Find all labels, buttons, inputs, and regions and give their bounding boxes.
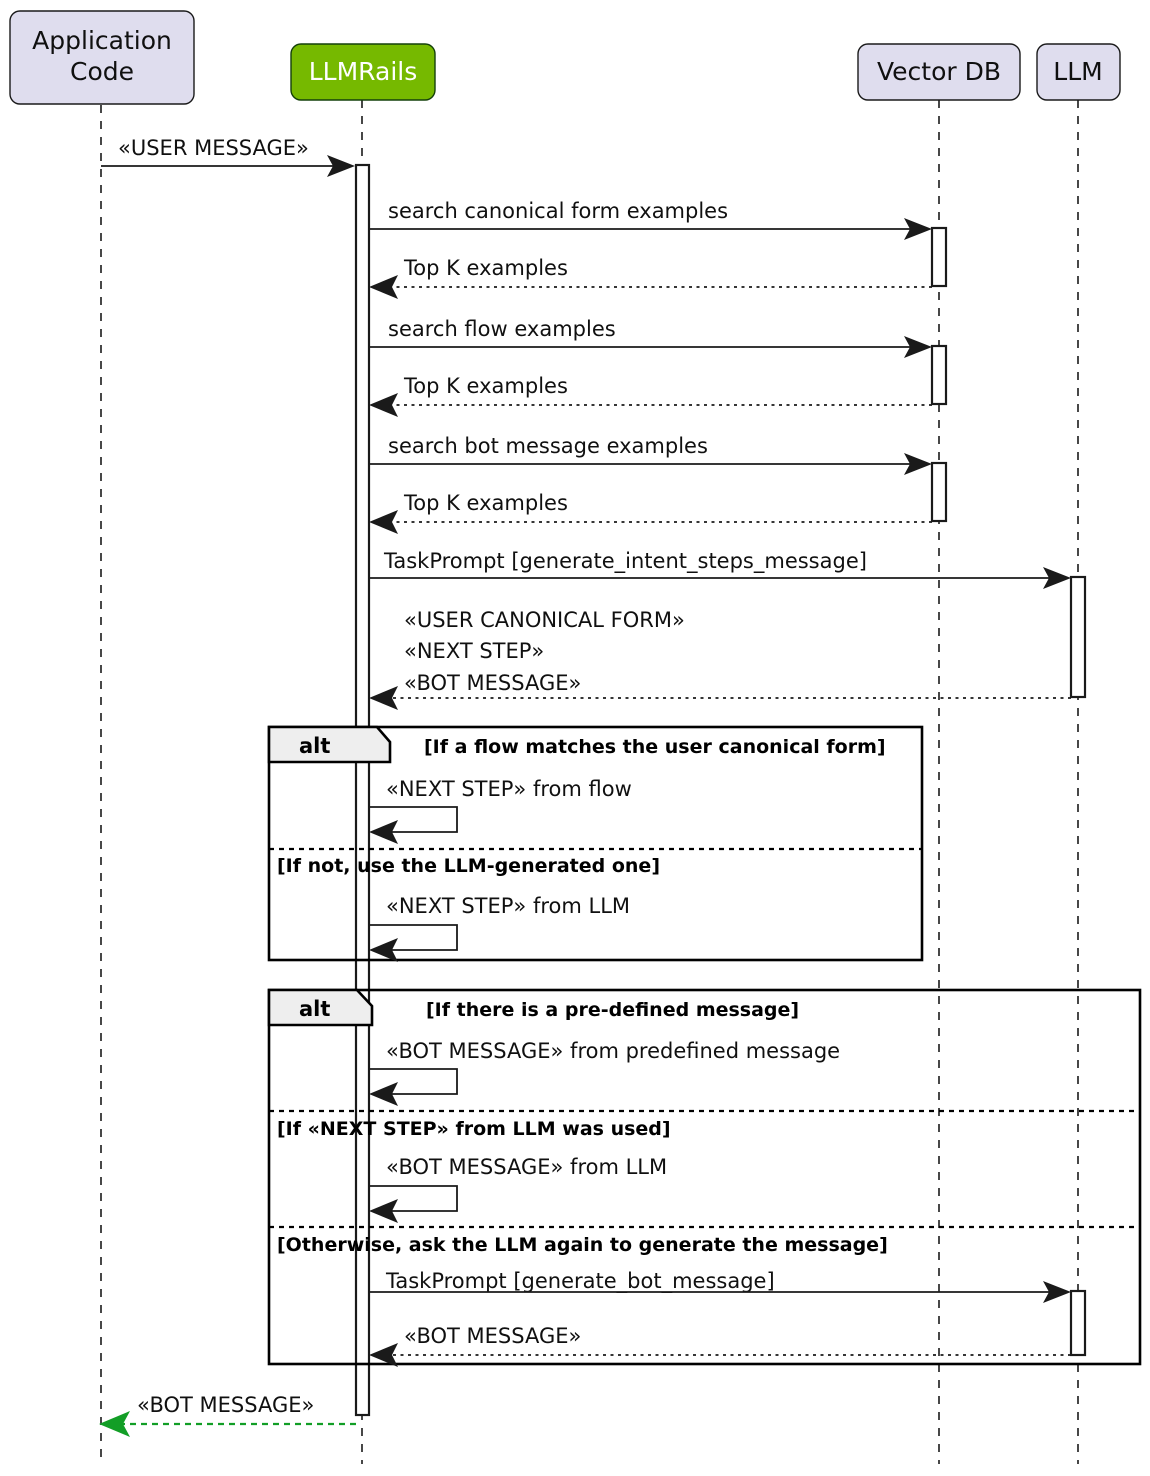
message-user-message-label: «USER MESSAGE» bbox=[118, 136, 309, 160]
message-topk-1-label: Top K examples bbox=[403, 256, 568, 280]
message-search-bot-message: search bot message examples bbox=[369, 434, 932, 475]
participant-app-label-line2: Code bbox=[70, 57, 134, 86]
alt-frame-2-condition-1: [If there is a pre-defined message] bbox=[426, 999, 799, 1021]
participant-app-box[interactable] bbox=[9, 10, 195, 105]
activation-vdb-1 bbox=[930, 226, 948, 288]
message-search-canonical-form: search canonical form examples bbox=[369, 199, 932, 240]
message-topk-1: Top K examples bbox=[369, 256, 932, 299]
message-topk-3-label: Top K examples bbox=[403, 491, 568, 515]
message-user-message: «USER MESSAGE» bbox=[101, 136, 355, 177]
arrowhead-left-m9 bbox=[369, 686, 398, 710]
message-final-bot-message-label: «BOT MESSAGE» bbox=[137, 1393, 314, 1417]
activation-bars bbox=[354, 163, 1087, 1417]
arrowhead-left-m12 bbox=[369, 1082, 398, 1106]
alt-frame-1-operator-tab bbox=[267, 725, 392, 764]
alt-frame-1-operator-label: alt bbox=[299, 734, 330, 758]
message-search-canonical-form-label: search canonical form examples bbox=[388, 199, 728, 223]
alt-frame-1: alt [If a flow matches the user canonica… bbox=[267, 725, 924, 962]
message-taskprompt-intent: TaskPrompt [generate_intent_steps_messag… bbox=[369, 549, 1071, 589]
arrowhead-right-m2 bbox=[904, 218, 932, 240]
message-taskprompt-intent-label: TaskPrompt [generate_intent_steps_messag… bbox=[383, 549, 867, 574]
message-next-step-from-llm-line bbox=[369, 924, 458, 951]
alt-frame-2-condition-2: [If «NEXT STEP» from LLM was used] bbox=[277, 1118, 671, 1140]
message-bot-message-from-llm-line bbox=[369, 1185, 458, 1212]
message-bot-message-reply-label: «BOT MESSAGE» bbox=[404, 1324, 581, 1348]
arrowhead-right-m8 bbox=[1043, 567, 1071, 589]
message-llm-reply: «USER CANONICAL FORM» «NEXT STEP» «BOT M… bbox=[369, 608, 1071, 710]
participant-llm-box[interactable] bbox=[1036, 43, 1121, 101]
message-topk-3: Top K examples bbox=[369, 491, 932, 534]
arrowhead-right-m6 bbox=[904, 453, 932, 475]
activation-vdb-2 bbox=[930, 344, 948, 406]
message-llm-reply-line2: «NEXT STEP» bbox=[404, 639, 544, 663]
arrowhead-left-m5 bbox=[369, 393, 398, 417]
activation-rails-main bbox=[354, 163, 371, 1417]
arrowhead-right-m14 bbox=[1043, 1281, 1071, 1303]
activation-llm-1 bbox=[1069, 575, 1087, 699]
participant-llm-label: LLM bbox=[1053, 57, 1102, 86]
alt-frame-1-condition-2: [If not, use the LLM-generated one] bbox=[277, 855, 660, 877]
alt-frame-2-operator-tab bbox=[267, 988, 374, 1027]
arrowhead-right-m1 bbox=[327, 155, 355, 177]
arrowhead-left-m15 bbox=[369, 1343, 398, 1367]
participant-vector-db[interactable]: Vector DB bbox=[857, 43, 1021, 101]
alt-frame-2-condition-3: [Otherwise, ask the LLM again to generat… bbox=[277, 1234, 888, 1256]
alt-frame-2-box bbox=[267, 988, 1142, 1366]
message-search-bot-message-label: search bot message examples bbox=[388, 434, 708, 458]
participant-app-label-line1: Application bbox=[32, 26, 172, 55]
activation-llm-2 bbox=[1069, 1289, 1087, 1357]
arrowhead-left-m16 bbox=[99, 1411, 130, 1437]
message-taskprompt-bot-message-label: TaskPrompt [generate_bot_message] bbox=[385, 1269, 775, 1294]
message-search-flow: search flow examples bbox=[369, 317, 932, 358]
message-final-bot-message: «BOT MESSAGE» bbox=[99, 1393, 356, 1437]
alt-frame-1-condition-1: [If a flow matches the user canonical fo… bbox=[424, 736, 886, 758]
arrowhead-left-m13 bbox=[369, 1199, 398, 1223]
message-topk-2: Top K examples bbox=[369, 374, 932, 417]
participant-app[interactable]: Application Code bbox=[9, 10, 195, 105]
message-llm-reply-line3: «BOT MESSAGE» bbox=[404, 671, 581, 695]
participant-llm[interactable]: LLM bbox=[1036, 43, 1121, 101]
message-bot-message-from-llm-label: «BOT MESSAGE» from LLM bbox=[386, 1155, 667, 1179]
message-bot-message-predefined-label: «BOT MESSAGE» from predefined message bbox=[386, 1039, 840, 1063]
message-topk-2-label: Top K examples bbox=[403, 374, 568, 398]
arrowhead-left-m3 bbox=[369, 275, 398, 299]
participant-vector-db-label: Vector DB bbox=[877, 57, 1001, 86]
activation-vdb-3 bbox=[930, 461, 948, 523]
arrowhead-right-m4 bbox=[904, 336, 932, 358]
message-next-step-from-flow-label: «NEXT STEP» from flow bbox=[386, 777, 632, 801]
alt-frame-2-operator-label: alt bbox=[299, 997, 330, 1021]
alt-frame-1-box bbox=[267, 725, 924, 962]
message-search-flow-label: search flow examples bbox=[388, 317, 616, 341]
participant-rails[interactable]: LLMRails bbox=[290, 43, 436, 101]
alt-frame-2: alt [If there is a pre-defined message] … bbox=[267, 988, 1142, 1367]
participant-rails-box[interactable] bbox=[290, 43, 436, 101]
message-next-step-from-flow-line bbox=[369, 806, 458, 833]
message-next-step-from-llm-label: «NEXT STEP» from LLM bbox=[386, 894, 630, 918]
arrowhead-left-m11 bbox=[369, 938, 398, 962]
arrowhead-left-m10 bbox=[369, 820, 398, 844]
participant-vector-db-box[interactable] bbox=[857, 43, 1021, 101]
participant-rails-label: LLMRails bbox=[309, 57, 417, 86]
message-llm-reply-line1: «USER CANONICAL FORM» bbox=[404, 608, 685, 632]
arrowhead-left-m7 bbox=[369, 510, 398, 534]
message-bot-message-predefined-line bbox=[369, 1068, 458, 1095]
